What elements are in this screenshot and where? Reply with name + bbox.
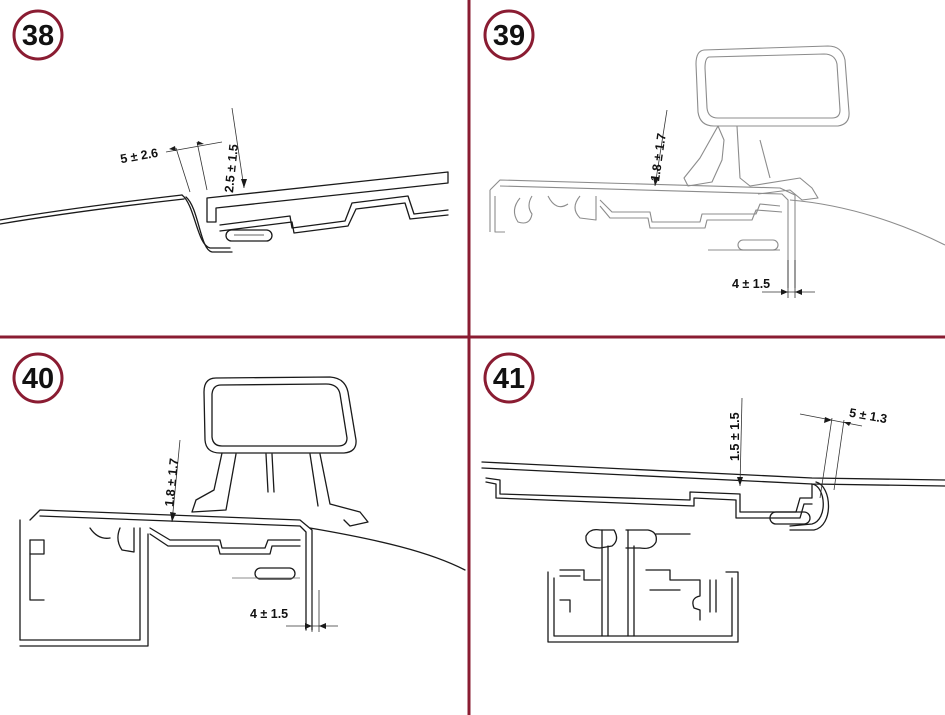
dimension-label: 1.5 ± 1.5 bbox=[728, 412, 742, 461]
dimension-label: 1.8 ± 1.7 bbox=[162, 457, 181, 507]
dimension-group: 1.8 ± 1.7 4 ± 1.5 bbox=[648, 109, 815, 298]
dimension-label: 5 ± 2.6 bbox=[119, 146, 159, 166]
dimension-group: 1.5 ± 1.5 5 ± 1.3 bbox=[728, 397, 888, 499]
panel-39: 39 1.8 bbox=[483, 9, 945, 298]
roof-rail-drawing bbox=[489, 45, 945, 288]
roof-section-drawing bbox=[0, 171, 449, 253]
panel-number: 38 bbox=[22, 20, 54, 52]
dimension-label: 1.8 ± 1.7 bbox=[648, 132, 669, 182]
panel-badge: 40 bbox=[12, 352, 64, 404]
dimension-label: 5 ± 1.3 bbox=[848, 406, 888, 426]
panel-number: 40 bbox=[22, 363, 54, 395]
panel-badge: 39 bbox=[483, 9, 535, 61]
panel-41: 41 bbox=[481, 352, 945, 643]
dimension-label: 2.5 ± 1.5 bbox=[222, 143, 241, 193]
panel-38: 38 5 ± 2.6 bbox=[0, 9, 449, 253]
panel-number: 41 bbox=[493, 363, 525, 395]
roof-rail-drawing bbox=[481, 461, 945, 643]
panel-40: 40 bbox=[12, 352, 466, 647]
panel-badge: 41 bbox=[483, 352, 535, 404]
dimension-label: 4 ± 1.5 bbox=[250, 607, 288, 621]
panel-number: 39 bbox=[493, 20, 525, 52]
dimension-group: 5 ± 2.6 2.5 ± 1.5 bbox=[119, 107, 247, 193]
panel-badge: 38 bbox=[12, 9, 64, 61]
dimension-label: 4 ± 1.5 bbox=[732, 277, 770, 291]
dimension-group: 1.8 ± 1.7 4 ± 1.5 bbox=[162, 439, 338, 632]
roof-rail-drawing bbox=[19, 376, 466, 647]
